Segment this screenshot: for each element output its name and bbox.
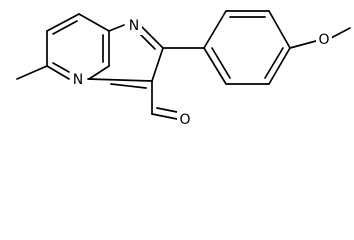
bond-phenyl-4-inner: [264, 47, 284, 79]
bond-aldehyde-oxygen-inner: [156, 107, 178, 113]
bond-methoxy-methyl: [330, 27, 351, 39]
bond-pyridine-4-inner: [52, 62, 70, 73]
bond-methyl: [16, 65, 48, 80]
bond-phenyl-6: [203, 47, 227, 85]
imidazole-ring: [87, 24, 164, 89]
bond-phenyl-4: [268, 47, 291, 85]
methoxy-group: [289, 27, 351, 49]
bond-imidazole-3: [151, 47, 164, 82]
ring-nitrogen-label: N: [73, 72, 83, 88]
bond-pyridine-1-inner: [52, 20, 78, 35]
aldehyde-oxygen-label: O: [179, 112, 190, 128]
atom-labels: N N O O: [70, 17, 332, 129]
bond-pyridine-1: [46, 13, 80, 32]
bond-pyridine-4: [46, 65, 70, 80]
bond-aldehyde-oxygen: [151, 113, 178, 120]
pyridine-ring: [46, 13, 110, 80]
methoxy-oxygen-label: O: [318, 32, 329, 48]
aldehyde-group: [151, 80, 178, 120]
bond-methoxy-oxygen: [289, 40, 317, 49]
methyl-group: [16, 65, 48, 80]
chemical-structure-diagram: N N O O: [16, 10, 351, 129]
bond-phenyl-3: [268, 10, 291, 49]
imine-nitrogen-label: N: [129, 18, 139, 34]
bond-imidazole-4-inner: [110, 83, 147, 89]
bond-imidazole-1: [108, 24, 125, 32]
bond-pyridine-2: [78, 13, 110, 32]
bond-phenyl-6-inner: [211, 47, 231, 79]
phenyl-ring: [162, 10, 291, 85]
bond-pyridine-5: [88, 65, 110, 80]
bond-phenyl-1: [203, 10, 227, 49]
bond-imidazole-2: [141, 26, 164, 49]
bond-imidazole-4: [87, 78, 153, 82]
bond-imidazole-2-inner: [139, 33, 156, 50]
